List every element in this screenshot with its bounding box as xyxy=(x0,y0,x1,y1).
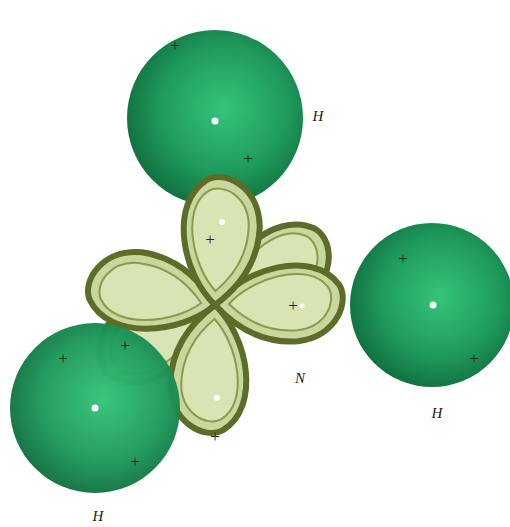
top-orbital-lobe xyxy=(181,176,261,307)
hydrogen-spheres xyxy=(10,30,510,493)
charge-sign: + xyxy=(130,453,140,470)
charge-sign: + xyxy=(205,231,215,248)
atom-label: H xyxy=(313,109,324,124)
center-dots xyxy=(92,118,437,412)
charge-sign: + xyxy=(243,150,253,167)
atom-label: H xyxy=(93,509,104,524)
charge-sign: + xyxy=(288,297,298,314)
charge-sign: + xyxy=(210,428,220,445)
atom-label: N xyxy=(295,371,305,386)
charge-sign: + xyxy=(398,250,408,267)
charge-sign: + xyxy=(58,350,68,367)
charge-sign: + xyxy=(469,350,479,367)
charge-sign: + xyxy=(170,37,180,54)
atom-label: H xyxy=(432,406,443,421)
charge-sign: + xyxy=(120,337,130,354)
